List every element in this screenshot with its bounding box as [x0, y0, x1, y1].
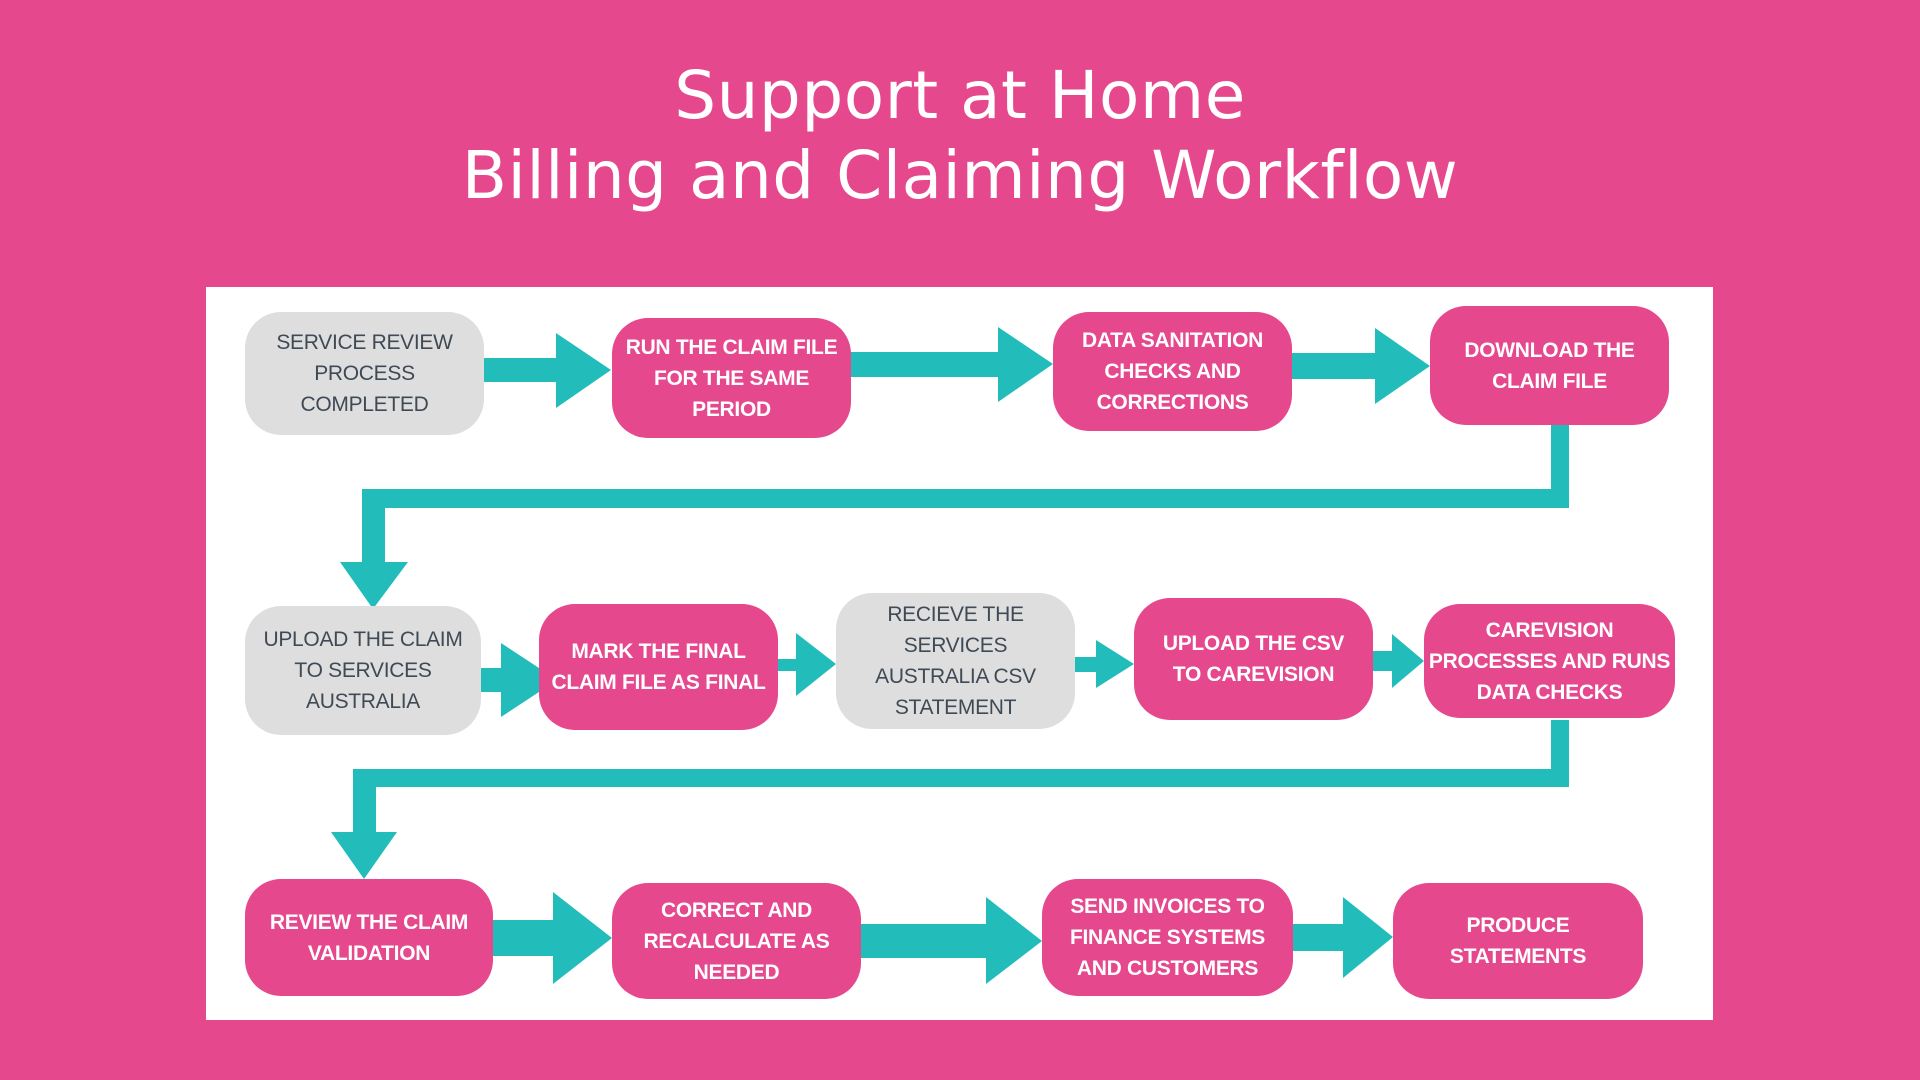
arrow-3-to-4	[1292, 328, 1430, 404]
step-11-label: CORRECT AND RECALCULATE AS NEEDED	[643, 898, 830, 984]
step-2: RUN THE CLAIM FILE FOR THE SAME PERIOD	[612, 318, 851, 438]
step-5-label: UPLOAD THE CLAIM TO SERVICES AUSTRALIA	[263, 628, 463, 713]
step-10-label: REVIEW THE CLAIM VALIDATION	[269, 910, 469, 965]
arrow-9-to-10	[331, 720, 1569, 879]
title-line-1: Support at Home	[674, 57, 1246, 134]
arrow-12-to-13	[1293, 897, 1393, 978]
step-3-label: DATA SANITATION CHECKS AND CORRECTIONS	[1082, 329, 1263, 414]
step-9-label: CAREVISION PROCESSES AND RUNS DATA CHECK…	[1428, 618, 1671, 704]
step-5: UPLOAD THE CLAIM TO SERVICES AUSTRALIA	[245, 606, 481, 735]
step-8: UPLOAD THE CSV TO CAREVISION	[1134, 598, 1373, 720]
arrow-6-to-7	[778, 633, 836, 696]
arrow-7-to-8	[1075, 640, 1134, 688]
step-13-label: PRODUCE STATEMENTS	[1449, 914, 1587, 968]
step-8-label: UPLOAD THE CSV TO CAREVISION	[1162, 632, 1345, 686]
arrow-4-to-5	[340, 425, 1569, 609]
step-12-label: SEND INVOICES TO FINANCE SYSTEMS AND CUS…	[1069, 895, 1266, 980]
step-6-label: MARK THE FINAL CLAIM FILE AS FINAL	[551, 640, 766, 694]
step-7-label: RECIEVE THE SERVICES AUSTRALIA CSV STATE…	[875, 603, 1036, 719]
title-line-2: Billing and Claiming Workflow	[461, 137, 1459, 214]
step-2-label: RUN THE CLAIM FILE FOR THE SAME PERIOD	[625, 335, 838, 421]
arrow-2-to-3	[851, 327, 1053, 402]
step-4: DOWNLOAD THE CLAIM FILE	[1430, 306, 1669, 425]
step-1-label: SERVICE REVIEW PROCESS COMPLETED	[276, 331, 453, 416]
arrow-11-to-12	[861, 897, 1042, 984]
arrow-5-to-6	[481, 643, 539, 717]
step-1: SERVICE REVIEW PROCESS COMPLETED	[245, 312, 484, 435]
step-10: REVIEW THE CLAIM VALIDATION	[245, 879, 493, 996]
step-6: MARK THE FINAL CLAIM FILE AS FINAL	[539, 604, 778, 730]
step-11: CORRECT AND RECALCULATE AS NEEDED	[612, 883, 861, 999]
step-12: SEND INVOICES TO FINANCE SYSTEMS AND CUS…	[1042, 879, 1293, 996]
step-4-label: DOWNLOAD THE CLAIM FILE	[1464, 338, 1635, 393]
step-13: PRODUCE STATEMENTS	[1393, 883, 1643, 999]
arrow-10-to-11	[493, 892, 612, 984]
step-3: DATA SANITATION CHECKS AND CORRECTIONS	[1053, 312, 1292, 431]
arrow-1-to-2	[484, 333, 611, 408]
step-7: RECIEVE THE SERVICES AUSTRALIA CSV STATE…	[836, 593, 1075, 729]
arrow-8-to-9	[1373, 634, 1424, 688]
step-9: CAREVISION PROCESSES AND RUNS DATA CHECK…	[1424, 604, 1675, 718]
